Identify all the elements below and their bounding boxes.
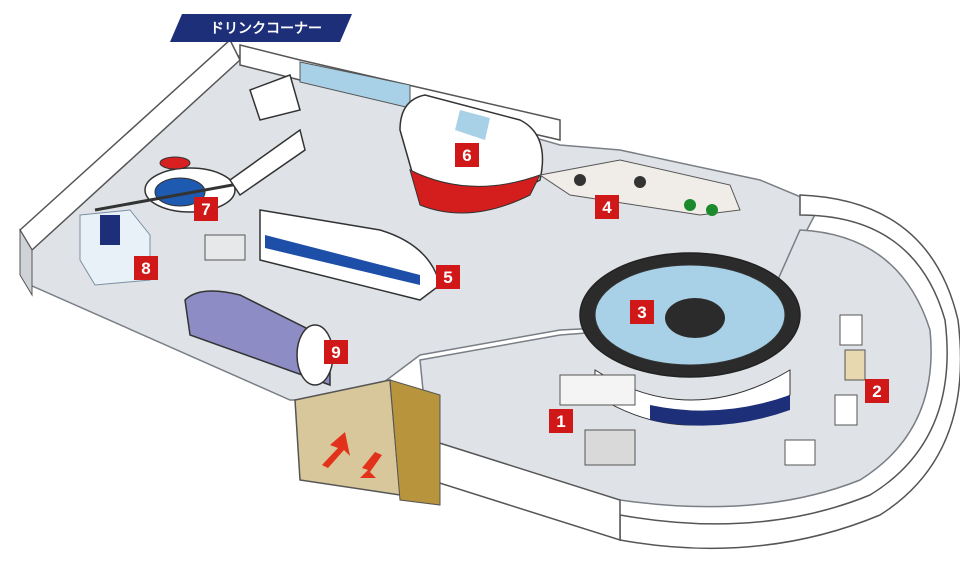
svg-text:8: 8 <box>141 259 150 278</box>
entrance-arrow-icon <box>322 432 350 468</box>
theater-exhibit-3 <box>579 252 801 426</box>
marker-5[interactable]: 5 <box>436 265 460 289</box>
display-cases-exhibit-2 <box>784 314 866 466</box>
svg-text:2: 2 <box>872 382 881 401</box>
bullet-train-exhibit-5 <box>204 209 441 301</box>
svg-text:6: 6 <box>462 146 471 165</box>
motorcycle-exhibit-4 <box>538 159 741 216</box>
svg-text:5: 5 <box>443 268 452 287</box>
marker-6[interactable]: 6 <box>455 143 479 167</box>
svg-text:4: 4 <box>602 198 612 217</box>
marker-3[interactable]: 3 <box>630 300 654 324</box>
marker-1[interactable]: 1 <box>549 409 573 433</box>
svg-text:7: 7 <box>201 200 210 219</box>
panel-exhibit-1 <box>559 374 636 466</box>
helicopter-exhibit-7 <box>94 74 306 213</box>
entrance-corridor <box>294 379 401 496</box>
marker-8[interactable]: 8 <box>134 256 158 280</box>
marker-7[interactable]: 7 <box>194 197 218 221</box>
svg-text:3: 3 <box>637 303 646 322</box>
exhibit-booth-8 <box>79 209 151 286</box>
corridor-wall <box>389 379 441 506</box>
drink-corner-banner: ドリンクコーナー <box>170 14 352 42</box>
drink-corner-label: ドリンクコーナー <box>210 21 322 37</box>
marker-9[interactable]: 9 <box>324 340 348 364</box>
svg-text:1: 1 <box>556 412 565 431</box>
marker-4[interactable]: 4 <box>595 195 619 219</box>
exit-arrow-icon <box>360 452 382 478</box>
marker-2[interactable]: 2 <box>865 379 889 403</box>
svg-text:9: 9 <box>331 343 340 362</box>
left-lower-wall <box>19 228 33 297</box>
